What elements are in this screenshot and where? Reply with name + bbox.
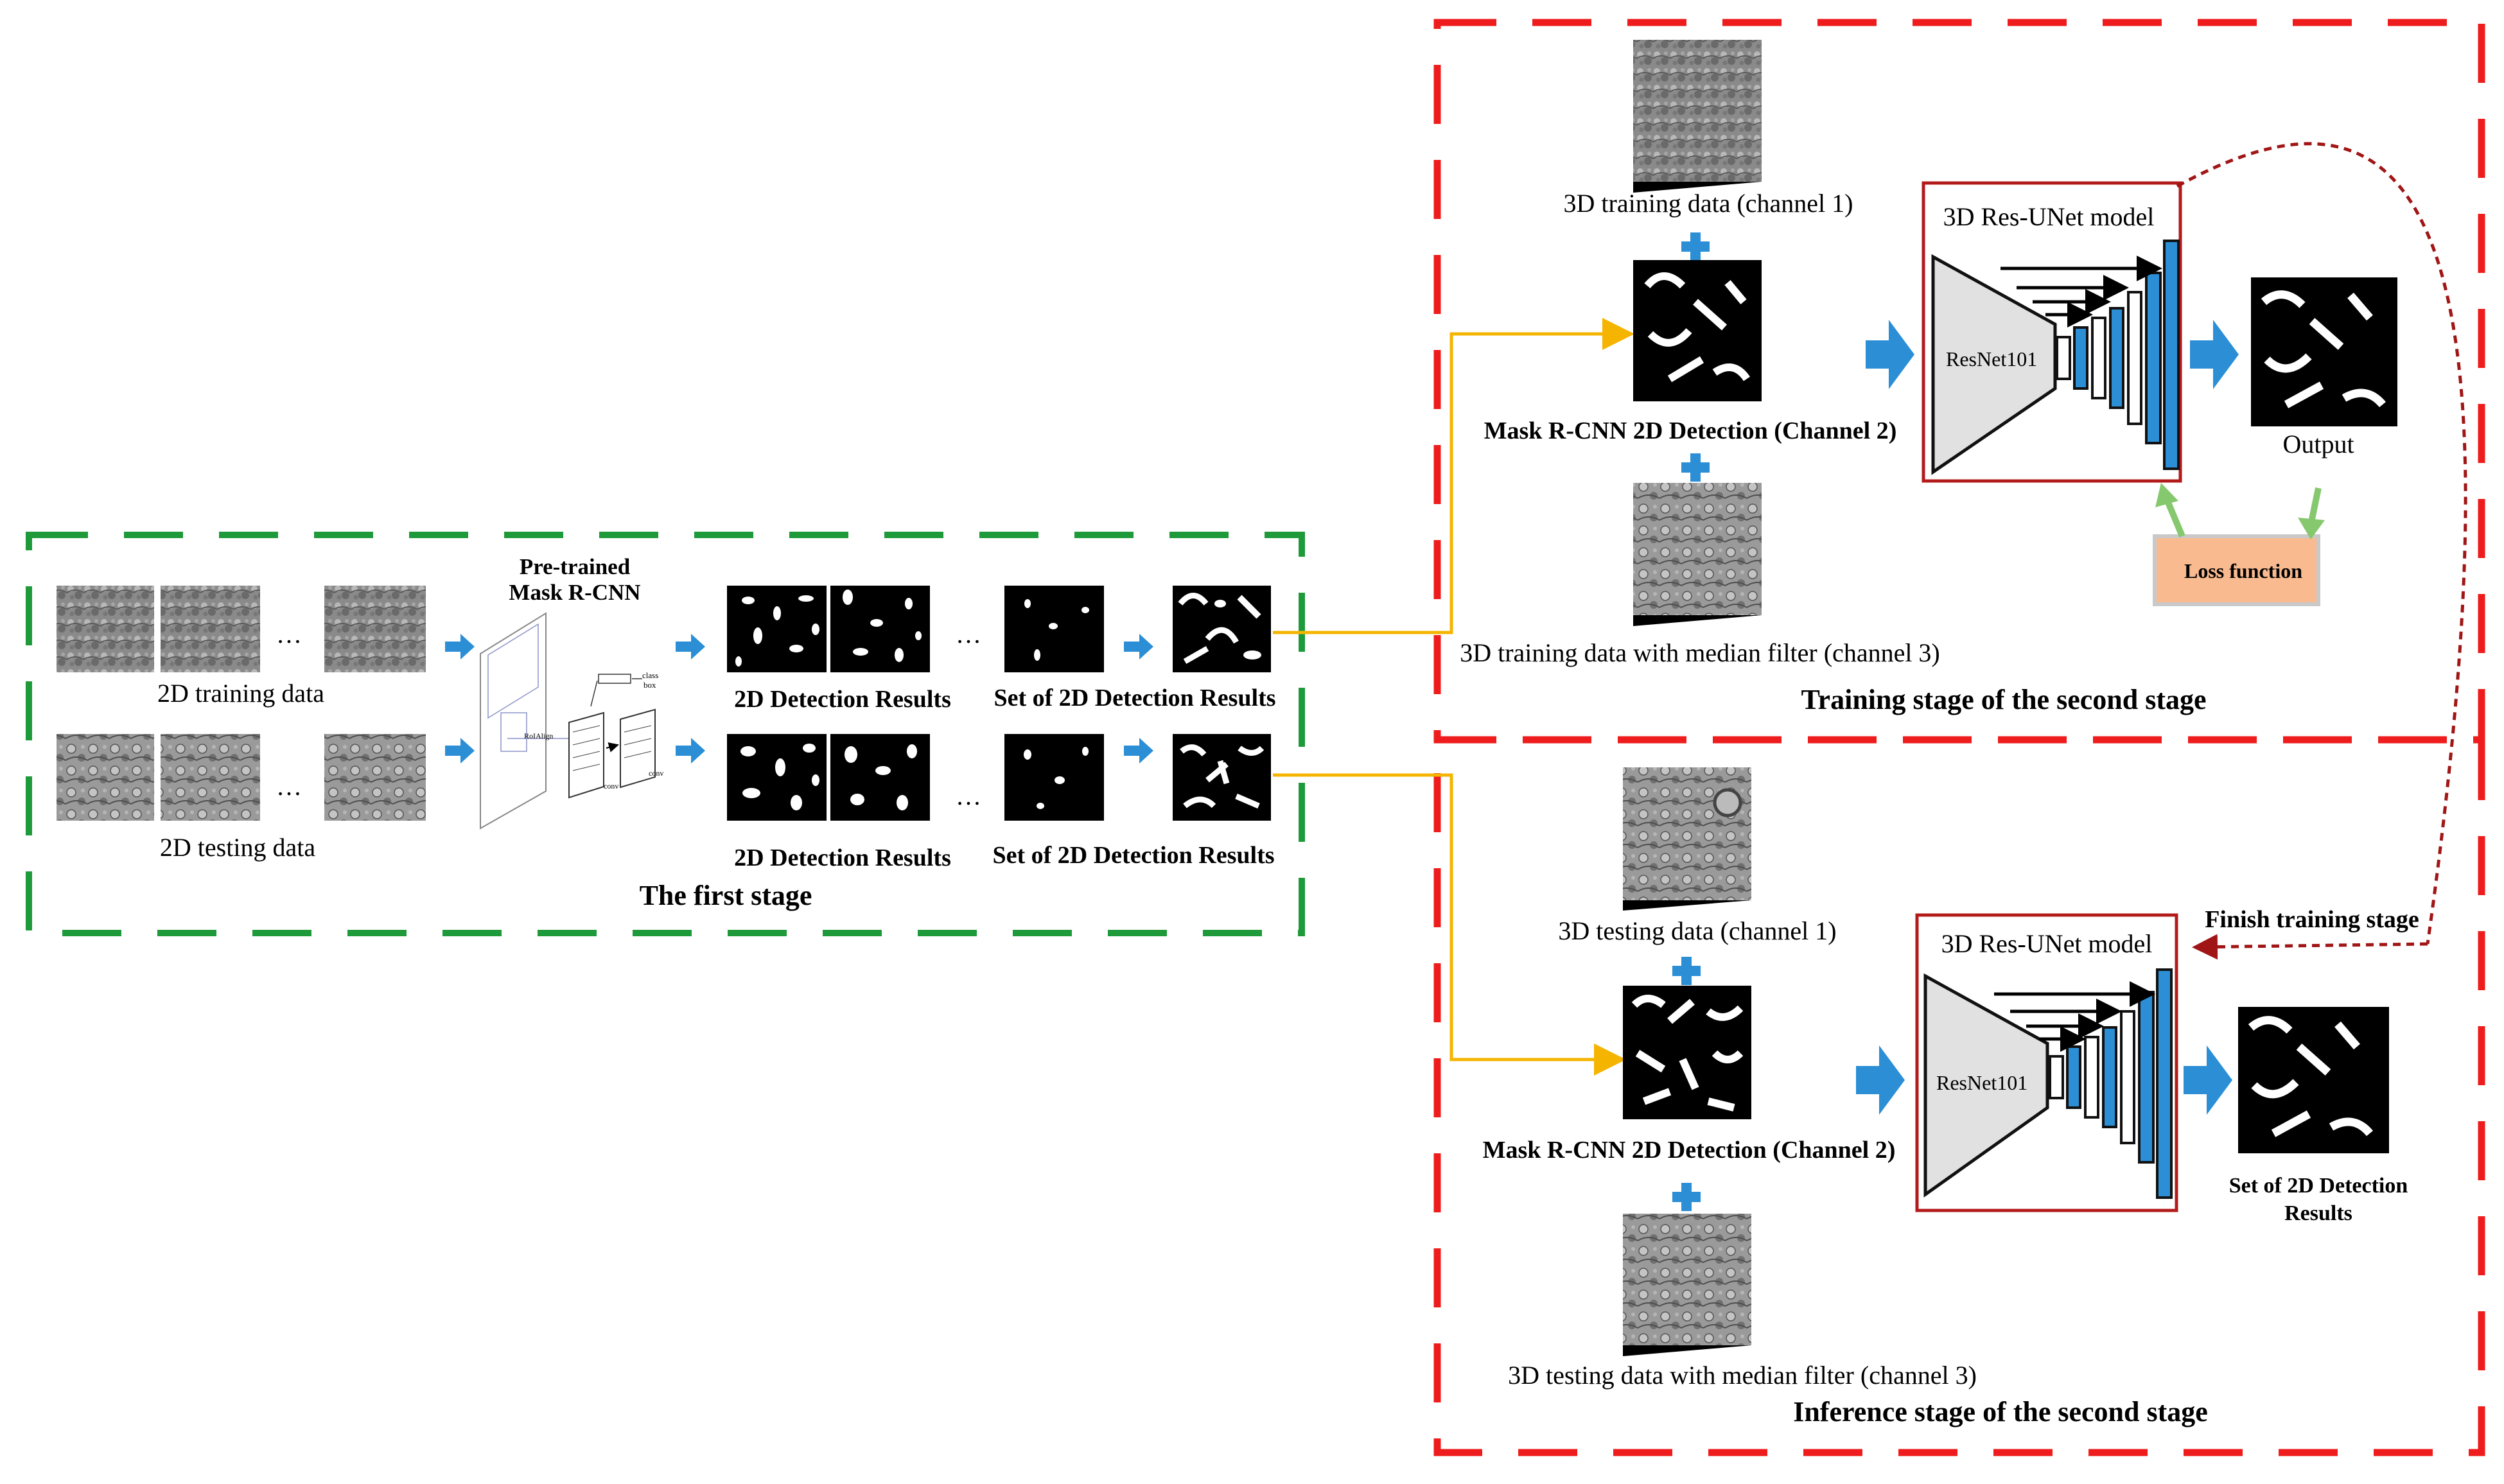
train-arrow-to-set: [1124, 634, 1153, 659]
box-text: box: [644, 680, 656, 690]
test-channel1-volume: [1623, 767, 1751, 911]
train-arrow-to-maskrcnn: [445, 634, 475, 659]
train-output-label: Output: [2282, 430, 2354, 458]
test-arrow-to-result: [2184, 1045, 2232, 1115]
train-input-tile-3: [324, 586, 426, 672]
test-arrow-to-maskrcnn: [445, 738, 475, 764]
conv-text: conv: [649, 769, 664, 778]
loss-function-box: [2153, 534, 2320, 606]
conv-text: conv: [604, 781, 619, 790]
train-detection-label: 2D Detection Results: [734, 686, 951, 713]
plus-icon: [1681, 453, 1710, 482]
train-input-tile-1: [57, 586, 154, 672]
plus-icon: [1672, 1183, 1701, 1211]
train-output-mask: [2251, 277, 2397, 426]
training-stage-title: Training stage of the second stage: [1801, 684, 2207, 715]
train-arrow-to-detections: [676, 634, 705, 659]
train-arrow-to-output: [2190, 320, 2239, 389]
train-input-label: 2D training data: [157, 679, 324, 708]
mask-rcnn-network-icon: [480, 612, 656, 830]
feedback-arrowhead-to-model: [2155, 483, 2178, 507]
test-channel3-volume: [1623, 1214, 1751, 1356]
test-set-label: Set of 2D Detection Results: [992, 842, 1275, 869]
test-arrow-to-model: [1856, 1045, 1905, 1115]
test-input-tiles: [57, 734, 426, 821]
feedback-arrow-to-model: [2164, 500, 2185, 537]
test-channel2-mask: [1623, 986, 1751, 1119]
test-detection-tiles: [727, 734, 1271, 821]
inference-stage-title: Inference stage of the second stage: [1793, 1396, 2208, 1427]
train-input-tiles: [57, 586, 426, 672]
test-channel1-label: 3D testing data (channel 1): [1558, 916, 1837, 945]
test-input-tile-2: [161, 734, 260, 821]
train-detection-tiles: [727, 586, 1271, 672]
test-detection-label: 2D Detection Results: [734, 844, 951, 871]
finish-training-arrow-tail: [2192, 934, 2428, 960]
test-channel2-label: Mask R-CNN 2D Detection (Channel 2): [1482, 1137, 1896, 1164]
test-result-label-line2: Results: [2284, 1201, 2352, 1225]
test-arrow-to-set: [1124, 738, 1153, 764]
finish-training-arrow: [2176, 142, 2467, 945]
test-result-label-line1: Set of 2D Detection: [2228, 1174, 2408, 1198]
roialign-text: RoIAlign: [524, 731, 554, 740]
mask-rcnn-label: Mask R-CNN: [509, 580, 641, 605]
test-input-label: 2D testing data: [159, 833, 316, 862]
train-channel3-label: 3D training data with median filter (cha…: [1460, 638, 1940, 667]
train-channel3-volume: [1633, 483, 1762, 626]
test-arrow-to-detections: [676, 738, 705, 764]
test-res-unet-diagram: [1923, 968, 2173, 1199]
plus-icon: [1672, 957, 1701, 985]
train-set-label: Set of 2D Detection Results: [994, 685, 1276, 711]
train-encoder-label: ResNet101: [1946, 347, 2038, 371]
train-connector: [1273, 318, 1634, 634]
test-input-tile-1: [57, 734, 154, 821]
first-stage-title: The first stage: [639, 880, 812, 911]
inference-stage-frame: [1433, 736, 2485, 1456]
test-input-tile-3: [324, 734, 426, 821]
finish-training-label: Finish training stage: [2205, 906, 2419, 933]
test-connector: [1273, 773, 1626, 1076]
feedback-arrowhead-from-output: [2298, 518, 2325, 539]
test-model-title: 3D Res-UNet model: [1941, 929, 2153, 958]
train-res-unet-diagram: [1931, 240, 2180, 475]
pretrained-label: Pre-trained: [519, 554, 631, 579]
train-channel2-label: Mask R-CNN 2D Detection (Channel 2): [1484, 417, 1897, 444]
class-text: class: [642, 670, 659, 680]
train-channel1-label: 3D training data (channel 1): [1563, 189, 1853, 218]
ellipsis: …: [956, 781, 981, 810]
ellipsis: …: [956, 620, 981, 649]
test-result-mask: [2238, 1007, 2389, 1153]
ellipsis: …: [276, 772, 302, 801]
train-channel2-mask: [1633, 260, 1762, 401]
test-channel3-label: 3D testing data with median filter (chan…: [1508, 1361, 1977, 1390]
plus-icon: [1681, 232, 1710, 261]
train-input-tile-2: [161, 586, 260, 672]
train-arrow-to-model: [1866, 320, 1914, 389]
train-model-title: 3D Res-UNet model: [1943, 202, 2155, 231]
train-channel1-volume: [1633, 40, 1762, 193]
first-stage-frame: [26, 532, 1305, 936]
test-encoder-label: ResNet101: [1936, 1071, 2028, 1094]
loss-function-label: Loss function: [2184, 559, 2303, 582]
ellipsis: …: [276, 620, 302, 649]
